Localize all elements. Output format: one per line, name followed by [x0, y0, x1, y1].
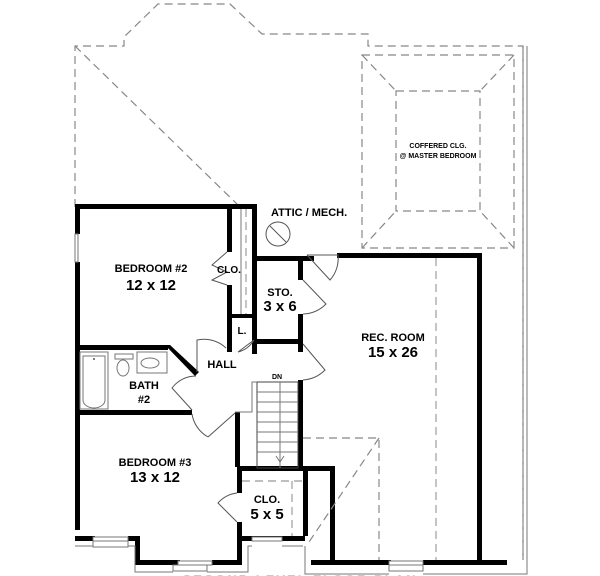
window-bedroom3-left	[92, 536, 129, 542]
rec-room-size: 15 x 26	[368, 344, 418, 361]
bath-number: #2	[138, 394, 150, 406]
sink-icon	[140, 357, 160, 369]
rec-room-ceiling-lines	[303, 258, 437, 560]
linen-label: L.	[238, 326, 247, 337]
door-closet-5x5[interactable]	[217, 492, 238, 523]
roof-valley-line	[74, 45, 241, 208]
door-attic[interactable]	[306, 254, 339, 281]
bedroom3-name: BEDROOM #3	[119, 457, 192, 469]
room-labels: BEDROOM #2 12 x 12 CLO. L. STO. 3 x 6 HA…	[115, 263, 425, 523]
window-bedroom3-bottom	[177, 560, 213, 566]
doors	[171, 251, 339, 523]
stair-arrow-icon	[275, 455, 285, 463]
door-bath[interactable]	[171, 375, 197, 411]
coffered-label-line2: @ MASTER BEDROOM	[400, 153, 477, 160]
door-bedroom2[interactable]	[196, 338, 227, 372]
rec-room-name: REC. ROOM	[361, 332, 425, 344]
window-bedroom2	[74, 233, 79, 263]
bedroom2-name: BEDROOM #2	[115, 263, 188, 275]
vanity-icon	[136, 351, 168, 374]
storage-size: 3 x 6	[263, 298, 296, 315]
door-storage[interactable]	[302, 279, 327, 315]
window-closet	[251, 536, 283, 542]
toilet-tank-icon	[114, 353, 134, 360]
plan-title: SECOND LEVEL FLOOR PLAN	[183, 572, 418, 576]
bathtub-icon	[79, 351, 109, 410]
door-linen[interactable]	[237, 339, 255, 353]
bedroom3-size: 13 x 12	[130, 469, 180, 486]
window-rec-room	[388, 560, 424, 566]
coffered-ceiling: COFFERED CLG. @ MASTER BEDROOM	[361, 54, 515, 249]
bath-fixtures	[79, 351, 168, 410]
toilet-icon	[116, 359, 130, 377]
windows	[74, 46, 528, 575]
stairs[interactable]: DN	[235, 374, 299, 469]
door-bedroom3[interactable]	[191, 412, 236, 438]
closet-shelf-bedroom2	[240, 209, 247, 314]
closet-shelf-5x5	[242, 480, 303, 536]
mechanical-unit-icon	[265, 221, 291, 247]
stairs-dn-label: DN	[272, 374, 282, 381]
bedroom2-size: 12 x 12	[126, 277, 176, 294]
closet-name: CLO.	[254, 494, 280, 506]
door-rec-room[interactable]	[302, 343, 326, 381]
bedroom2-closet-label: CLO.	[217, 265, 241, 276]
hall-label: HALL	[207, 359, 237, 371]
storage-name: STO.	[267, 287, 292, 299]
attic-mech-area: ATTIC / MECH.	[265, 207, 347, 247]
roof-outline	[74, 3, 524, 560]
attic-label: ATTIC / MECH.	[271, 207, 347, 219]
door-bedroom2-closet[interactable]	[210, 251, 229, 286]
coffered-label-line1: COFFERED CLG.	[409, 143, 466, 150]
closet-size: 5 x 5	[250, 506, 283, 523]
bath-name: BATH	[129, 380, 159, 392]
